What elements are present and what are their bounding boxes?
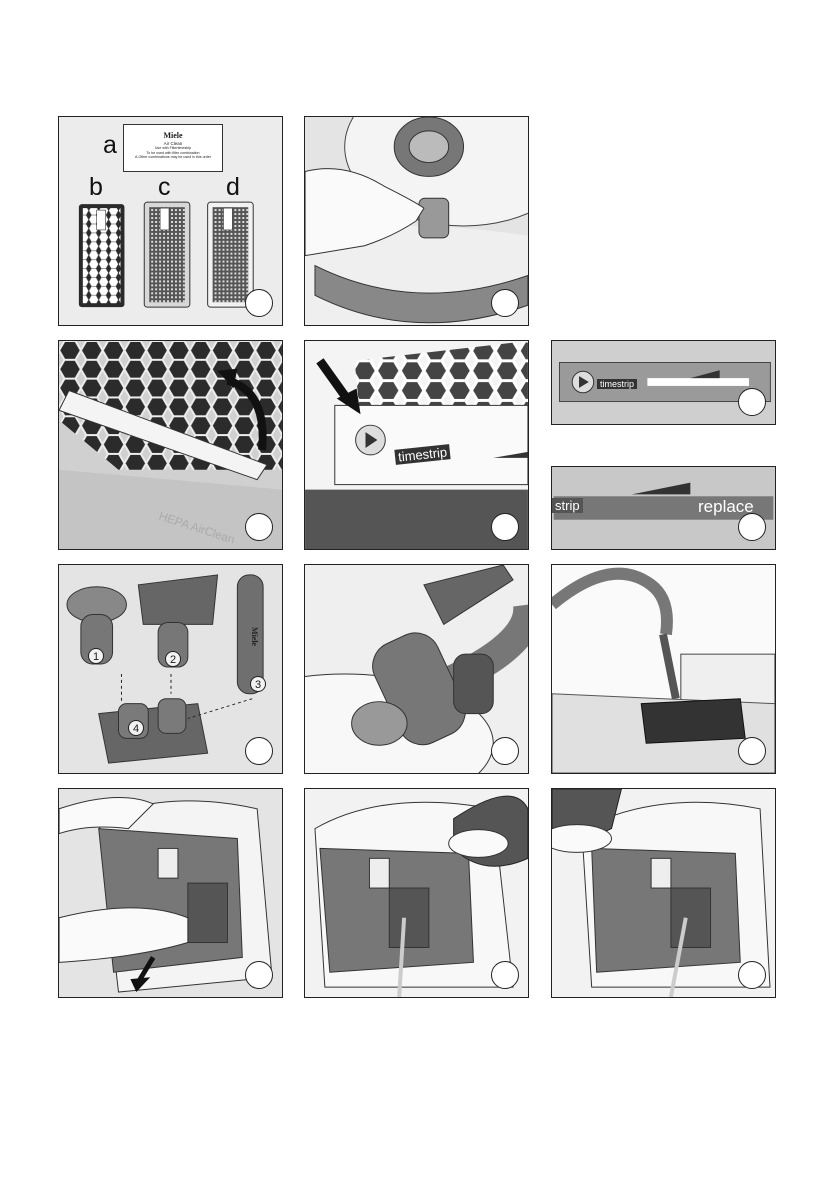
accessory-number-3: 3 [250,676,266,692]
step-number-circle [491,289,519,317]
step-number-circle [245,961,273,989]
panel-timestrip-start: timestrip [551,340,776,425]
panel-pull-cable [58,788,283,998]
step-number-circle [738,737,766,765]
panel-activate-timestrip: timestrip [304,340,529,550]
step-number-circle [491,737,519,765]
panel-accessories-on-handle [304,564,529,774]
panel-open-filter-flap [304,116,529,326]
filter-c-icon [144,202,190,307]
accessory-holder-icon [99,699,208,763]
filter-b-icon [79,204,125,307]
panel-press-rewind-pedal [304,788,529,998]
step-number-circle [738,513,766,541]
accessory-number-2: 2 [165,651,181,667]
step-number-circle [491,961,519,989]
timestrip-label-cut: strip [552,498,583,513]
panel-accessories: 1 2 3 4 Miele [58,564,283,774]
step-number-circle [738,388,766,416]
step-number-circle [245,737,273,765]
accessory-number-1: 1 [88,648,104,664]
panel-filter-types: Miele Air Clean Use with Filtertimestrip… [58,116,283,326]
step-number-circle [738,961,766,989]
filter-d-icon [208,202,254,307]
step-number-circle [245,513,273,541]
step-number-circle [491,513,519,541]
panel-press-foot-pedal [551,788,776,998]
panel-lift-filter: HEPA AirClean [58,340,283,550]
step-number-circle [245,289,273,317]
timestrip-label-small: timestrip [597,379,637,389]
accessory-number-4: 4 [128,720,144,736]
crevice-brand-text: Miele [250,627,259,646]
panel-vacuuming-stairs [551,564,776,774]
panel-timestrip-replace: strip replace [551,466,776,550]
